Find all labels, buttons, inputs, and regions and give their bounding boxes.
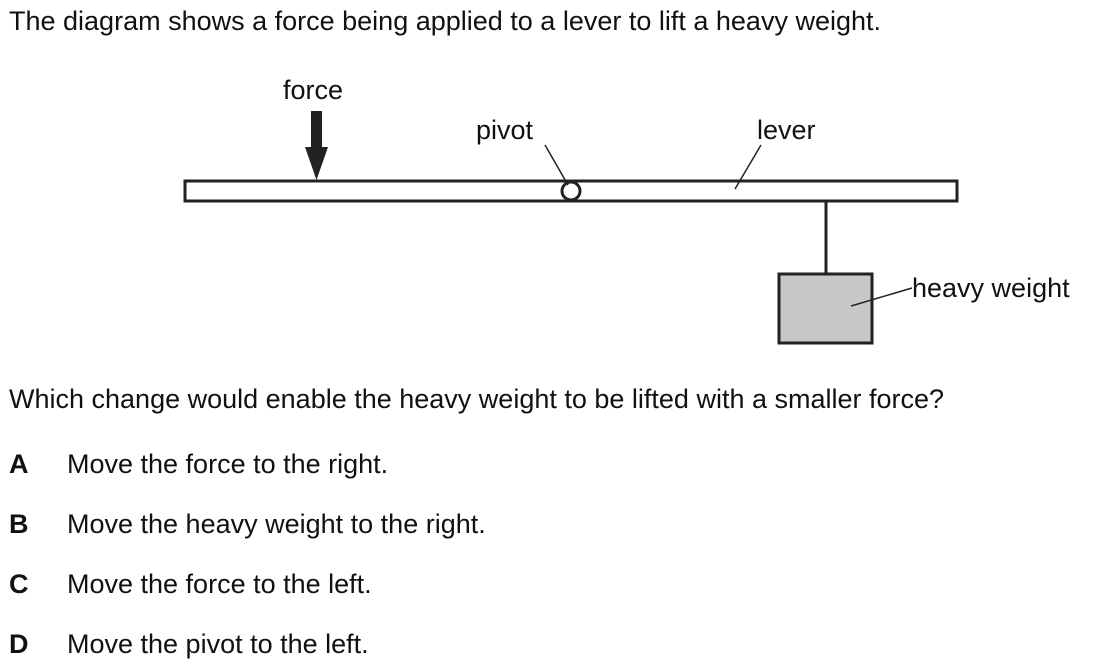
heavy-weight-block xyxy=(777,272,874,345)
force-arrow xyxy=(305,111,328,180)
pivot-label: pivot xyxy=(476,115,534,145)
intro-text: The diagram shows a force being applied … xyxy=(9,6,881,36)
pivot-circle xyxy=(560,180,582,202)
question-text: Which change would enable the heavy weig… xyxy=(9,384,945,414)
force-label: force xyxy=(283,75,343,105)
option-letter: D xyxy=(9,629,29,659)
weight-leader-line xyxy=(850,287,913,307)
heavy-weight-label: heavy weight xyxy=(912,273,1070,303)
option-text: Move the heavy weight to the right. xyxy=(67,509,486,539)
option-text: Move the force to the right. xyxy=(67,449,389,479)
option-text: Move the pivot to the left. xyxy=(67,629,369,659)
option-letter: A xyxy=(9,449,29,479)
pivot-leader-line xyxy=(544,144,569,186)
lever-label: lever xyxy=(757,115,816,145)
option-letter: C xyxy=(9,569,29,599)
option-text: Move the force to the left. xyxy=(67,569,372,599)
option-letter: B xyxy=(9,509,29,539)
lever-diagram: force pivot lever heavy weight xyxy=(183,75,1070,345)
lever-leader-line xyxy=(734,144,762,190)
